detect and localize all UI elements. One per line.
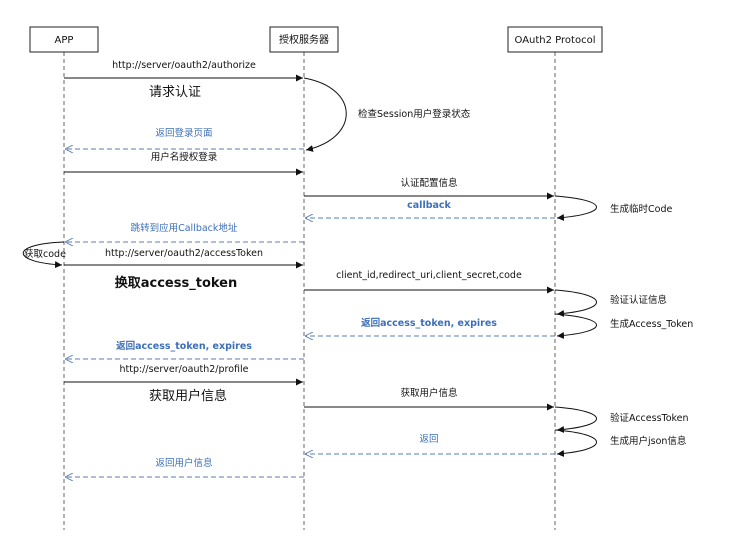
note-gen-code: 生成临时Code <box>610 203 672 215</box>
message-profile-url: http://server/oauth2/profile <box>119 364 248 375</box>
message-client-params: client_id,redirect_uri,client_secret,cod… <box>336 270 522 281</box>
actor-oauth2-protocol-label: OAuth2 Protocol <box>515 35 596 46</box>
message-request-auth: 请求认证 <box>149 85 201 100</box>
note-verify-auth: 验证认证信息 <box>610 294 667 306</box>
note-gen-json: 生成用户json信息 <box>610 435 686 447</box>
actor-auth-server: 授权服务器 <box>269 26 339 53</box>
actor-auth-server-label: 授权服务器 <box>279 33 329 46</box>
message-return-token-app: 返回access_token, expires <box>116 340 252 352</box>
note-check-session: 检查Session用户登录状态 <box>358 108 471 120</box>
message-redirect-callback: 跳转到应用Callback地址 <box>131 222 238 234</box>
self-call-gen-code <box>554 195 597 221</box>
message-exchange-token: 换取access_token <box>115 275 238 291</box>
actor-app: APP <box>29 26 99 53</box>
self-call-verify-auth <box>554 289 597 317</box>
actor-oauth2-protocol: OAuth2 Protocol <box>507 26 603 53</box>
message-return-login-page: 返回登录页面 <box>155 127 212 139</box>
actor-app-label: APP <box>55 35 74 46</box>
note-verify-token: 验证AccessToken <box>610 412 689 424</box>
self-call-get-code <box>22 241 65 269</box>
message-access-token-url: http://server/oauth2/accessToken <box>105 248 263 259</box>
message-return-token-oauth: 返回access_token, expires <box>361 317 497 329</box>
note-get-code: 获取code <box>24 249 66 260</box>
message-user-login: 用户名授权登录 <box>151 151 218 163</box>
self-call-check-session <box>303 77 347 152</box>
message-get-user-info: 获取用户信息 <box>400 387 457 399</box>
self-call-gen-token <box>554 313 597 339</box>
message-callback: callback <box>407 200 451 211</box>
self-call-verify-token <box>554 406 597 433</box>
message-auth-config: 认证配置信息 <box>400 177 457 189</box>
message-return: 返回 <box>419 433 438 445</box>
note-gen-token: 生成Access_Token <box>610 318 693 330</box>
message-authorize-url: http://server/oauth2/authorize <box>112 60 256 71</box>
self-call-gen-json <box>554 429 597 457</box>
message-get-user-info-app: 获取用户信息 <box>149 388 227 404</box>
message-return-user-info: 返回用户信息 <box>155 457 212 469</box>
